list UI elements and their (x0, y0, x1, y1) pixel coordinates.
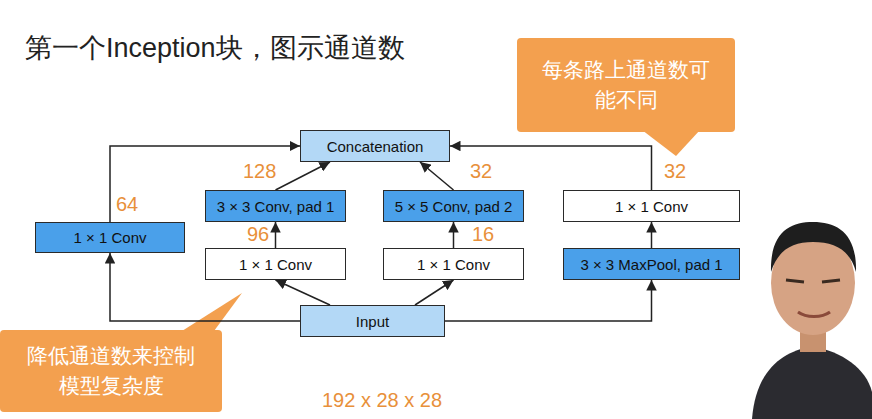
layer-box: 1 × 1 Conv (383, 248, 524, 280)
callout-tail (642, 130, 700, 156)
box-text: 1 × 1 Conv (239, 256, 312, 273)
presenter-figure (752, 222, 872, 419)
layer-box: 3 × 3 MaxPool, pad 1 (563, 248, 740, 280)
connector-arrow (420, 162, 454, 190)
box-text: 3 × 3 Conv, pad 1 (217, 198, 335, 215)
connector-arrow (415, 280, 454, 305)
connector-arrow (450, 146, 652, 190)
connector-arrow (276, 162, 331, 190)
layer-box: 1 × 1 Conv (35, 222, 185, 253)
layer-box: Input (300, 305, 445, 337)
box-text: 1 × 1 Conv (417, 256, 490, 273)
box-text: 每条路上通道数可 能不同 (534, 55, 719, 116)
box-text: Input (356, 313, 389, 330)
channel-count: 32 (470, 160, 492, 183)
box-text: 5 × 5 Conv, pad 2 (395, 198, 513, 215)
connector-arrow (275, 222, 277, 248)
box-text: Concatenation (327, 138, 424, 155)
layer-box: 3 × 3 Conv, pad 1 (205, 190, 346, 222)
box-text: 1 × 1 Conv (615, 198, 688, 215)
callout-box: 降低通道数来控制 模型复杂度 (0, 330, 222, 412)
layer-box: 1 × 1 Conv (563, 190, 740, 222)
layer-box: 1 × 1 Conv (205, 248, 346, 280)
channel-count: 96 (247, 223, 269, 246)
box-text: 1 × 1 Conv (74, 229, 147, 246)
channel-count: 16 (472, 223, 494, 246)
channel-count: 128 (243, 160, 276, 183)
connector-arrow (276, 280, 331, 305)
callout-box: 每条路上通道数可 能不同 (517, 38, 735, 132)
channel-count: 32 (664, 160, 686, 183)
input-shape: 192 x 28 x 28 (322, 389, 442, 412)
slide-title: 第一个Inception块，图示通道数 (25, 30, 405, 66)
layer-box: 5 × 5 Conv, pad 2 (383, 190, 524, 222)
layer-box: Concatenation (300, 130, 450, 162)
box-text: 3 × 3 MaxPool, pad 1 (580, 256, 722, 273)
connector-arrow (453, 222, 455, 248)
channel-count: 64 (116, 193, 138, 216)
box-text: 降低通道数来控制 模型复杂度 (19, 341, 204, 402)
connector-arrow (651, 222, 653, 248)
connector-arrow (445, 280, 652, 321)
callout-tail (182, 293, 242, 331)
